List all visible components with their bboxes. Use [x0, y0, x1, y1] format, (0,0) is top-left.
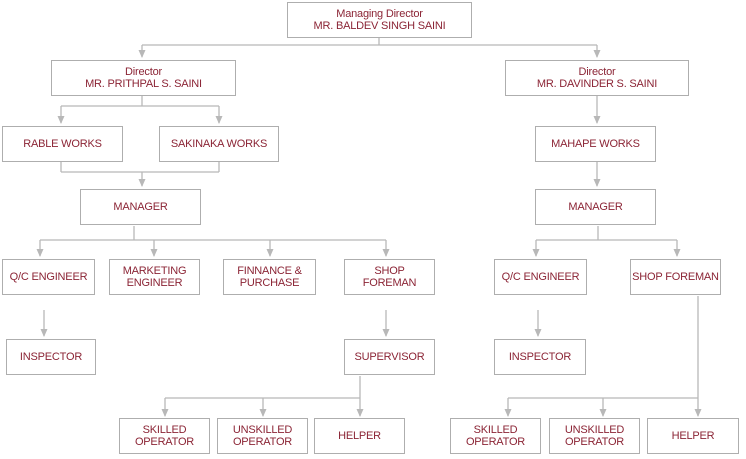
node-name: MR. DAVINDER S. SAINI [536, 78, 658, 90]
node-shop-foreman-1: SHOP FOREMAN [344, 259, 435, 295]
node-label: HELPER [338, 430, 381, 442]
node-managing-director: Managing Director MR. BALDEV SINGH SAINI [287, 2, 472, 38]
node-label-line2: ENGINEER [126, 277, 183, 289]
node-label-line1: UNSKILLED [232, 424, 293, 436]
node-name: MR. BALDEV SINGH SAINI [313, 20, 446, 32]
node-supervisor: SUPERVISOR [344, 339, 435, 375]
node-label-line1: SKILLED [473, 424, 518, 436]
node-director-1: Director MR. PRITHPAL S. SAINI [51, 60, 236, 96]
node-qc-engineer-1: Q/C ENGINEER [2, 259, 95, 295]
node-label: Q/C ENGINEER [9, 271, 88, 283]
node-inspector-1: INSPECTOR [6, 339, 96, 375]
node-manager-1: MANAGER [80, 189, 201, 225]
node-helper-1: HELPER [314, 418, 405, 454]
node-shop-foreman-2: SHOP FOREMAN [630, 259, 721, 295]
node-unskilled-operator-1: UNSKILLED OPERATOR [217, 418, 308, 454]
node-label: SHOP FOREMAN [632, 271, 719, 283]
node-label: MANAGER [568, 201, 623, 213]
node-helper-2: HELPER [647, 418, 739, 454]
node-label-line2: PURCHASE [239, 277, 300, 289]
node-qc-engineer-2: Q/C ENGINEER [494, 259, 587, 295]
node-label-line1: UNSKILLED [564, 424, 625, 436]
node-mahape-works: MAHAPE WORKS [535, 126, 656, 162]
node-manager-2: MANAGER [535, 189, 656, 225]
node-label-line2: OPERATOR [564, 436, 625, 448]
node-label-line1: SKILLED [142, 424, 187, 436]
node-unskilled-operator-2: UNSKILLED OPERATOR [549, 418, 640, 454]
node-label: RABLE WORKS [23, 138, 102, 150]
node-skilled-operator-1: SKILLED OPERATOR [119, 418, 210, 454]
node-label-line2: FOREMAN [362, 277, 417, 289]
node-director-2: Director MR. DAVINDER S. SAINI [505, 60, 689, 96]
node-label: SAKINAKA WORKS [170, 138, 268, 150]
node-label-line2: OPERATOR [232, 436, 293, 448]
node-label: Q/C ENGINEER [501, 271, 580, 283]
node-finance-purchase: FINNANCE & PURCHASE [223, 259, 316, 295]
node-sakinaka-works: SAKINAKA WORKS [159, 126, 279, 162]
node-title: Managing Director [336, 8, 423, 20]
node-label: SUPERVISOR [354, 351, 425, 363]
node-label-line2: OPERATOR [134, 436, 195, 448]
node-rable-works: RABLE WORKS [2, 126, 123, 162]
node-skilled-operator-2: SKILLED OPERATOR [450, 418, 541, 454]
node-label-line2: OPERATOR [465, 436, 526, 448]
node-title: Director [578, 66, 616, 78]
node-label: INSPECTOR [19, 351, 83, 363]
node-label: MAHAPE WORKS [551, 138, 640, 150]
node-label-line1: MARKETING [122, 265, 187, 277]
node-title: Director [125, 66, 162, 78]
node-label: HELPER [671, 430, 715, 442]
node-label: INSPECTOR [508, 351, 572, 363]
node-name: MR. PRITHPAL S. SAINI [85, 78, 202, 90]
node-inspector-2: INSPECTOR [494, 339, 586, 375]
node-label-line1: FINNANCE & [237, 265, 302, 277]
node-label-line1: SHOP [374, 265, 405, 277]
node-label: MANAGER [113, 201, 168, 213]
node-marketing-engineer: MARKETING ENGINEER [109, 259, 200, 295]
